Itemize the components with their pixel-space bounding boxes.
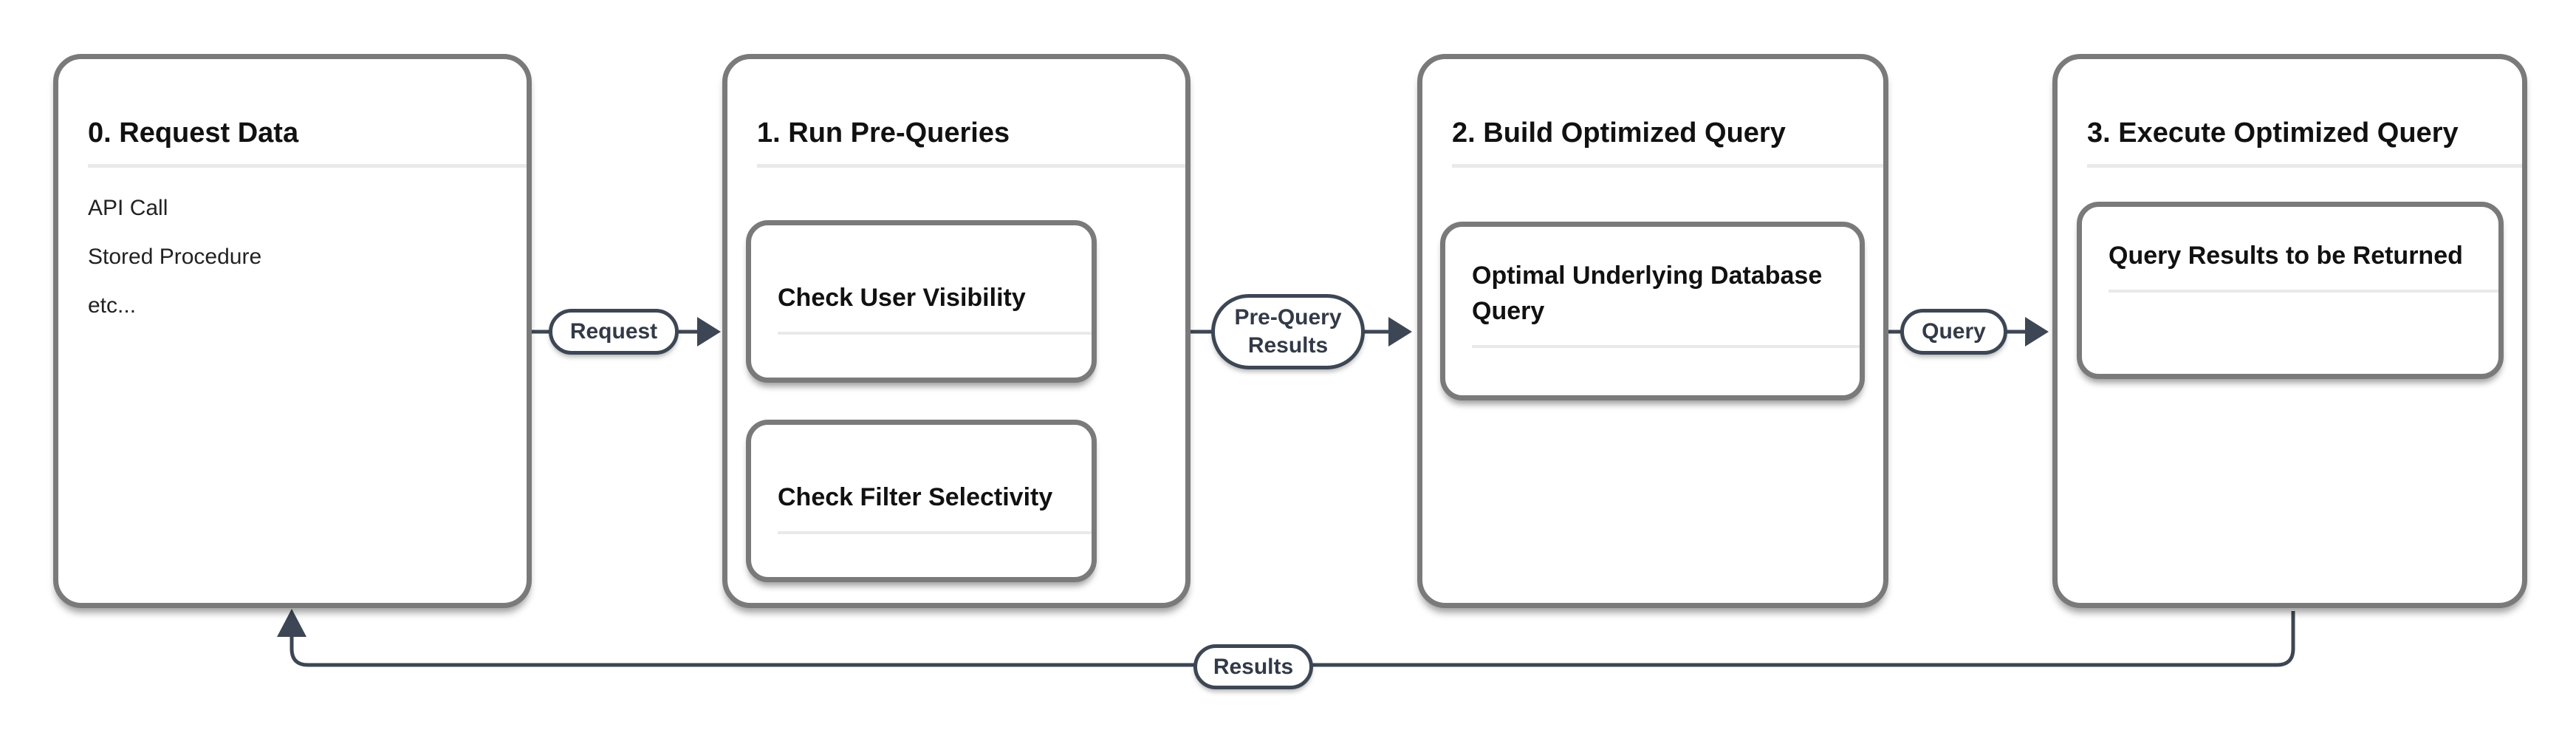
arrowhead-right-icon	[1388, 317, 1412, 347]
subcard-divider	[778, 531, 1092, 534]
pill-text: Results	[1213, 654, 1294, 679]
stage-build-optimized-query: 2. Build Optimized Query Optimal Underly…	[1417, 54, 1888, 608]
connector-label-results: Results	[1193, 644, 1313, 689]
pill-text: Pre-Query Results	[1234, 305, 1342, 358]
pill-text: Request	[569, 319, 658, 344]
subcard-label: Query Results to be Returned	[2109, 242, 2463, 270]
stage-run-pre-queries: 1. Run Pre-Queries Check User Visibility…	[722, 54, 1191, 608]
subcard-divider	[1472, 345, 1860, 348]
subcard-check-filter-selectivity: Check Filter Selectivity	[746, 420, 1097, 582]
title-divider	[757, 164, 1185, 168]
pill-text: Query	[1922, 319, 1986, 344]
list-item: etc...	[88, 293, 137, 318]
arrowhead-up-icon	[277, 609, 306, 637]
list-item: Stored Procedure	[88, 245, 262, 269]
connector-label-request: Request	[549, 309, 679, 355]
stage-title: 0. Request Data	[88, 117, 299, 149]
stage-request-data: 0. Request Data API Call Stored Procedur…	[53, 54, 532, 608]
subcard-optimal-underlying-database-query: Optimal Underlying Database Query	[1440, 222, 1865, 400]
subcard-label: Optimal Underlying Database Query	[1472, 262, 1823, 325]
connector-label-pre-query-results: Pre-Query Results	[1211, 294, 1365, 369]
stage-title: 2. Build Optimized Query	[1452, 117, 1786, 149]
subcard-divider	[778, 332, 1092, 335]
stage-title: 3. Execute Optimized Query	[2087, 117, 2459, 149]
title-divider	[1452, 164, 1883, 168]
subcard-label: Check User Visibility	[778, 284, 1026, 312]
stage-title: 1. Run Pre-Queries	[757, 117, 1010, 149]
connector-label-query: Query	[1900, 309, 2007, 355]
request-source-list: API Call Stored Procedure etc...	[88, 196, 497, 318]
subcard-check-user-visibility: Check User Visibility	[746, 220, 1097, 383]
title-divider	[2087, 164, 2522, 168]
subcard-divider	[2109, 290, 2498, 293]
subcard-label: Check Filter Selectivity	[778, 483, 1053, 511]
arrowhead-right-icon	[697, 317, 721, 347]
title-divider	[88, 164, 527, 168]
arrowhead-right-icon	[2025, 317, 2049, 347]
subcard-query-results-to-be-returned: Query Results to be Returned	[2077, 202, 2504, 379]
list-item: API Call	[88, 196, 168, 220]
stage-execute-optimized-query: 3. Execute Optimized Query Query Results…	[2052, 54, 2527, 608]
